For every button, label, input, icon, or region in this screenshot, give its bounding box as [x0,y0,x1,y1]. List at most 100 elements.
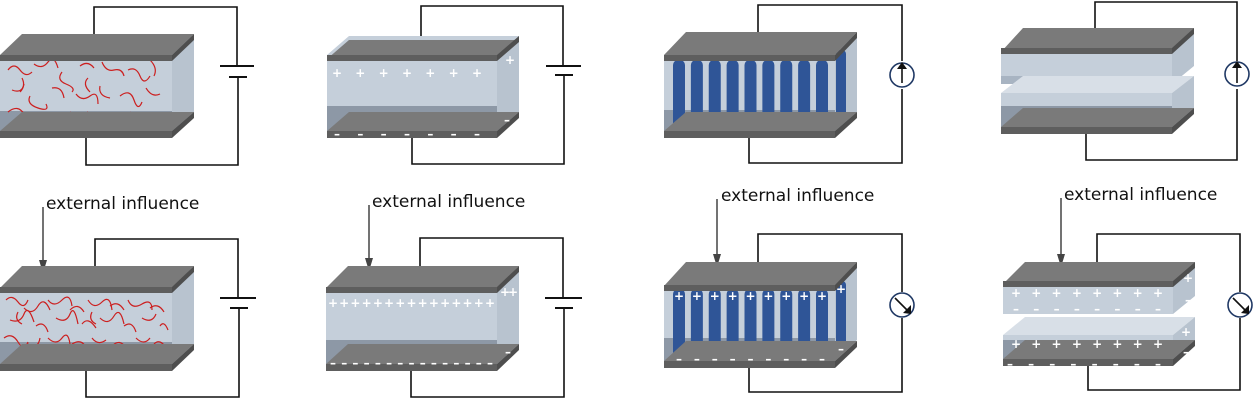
positive-charge: + [710,289,720,303]
pillar [708,289,721,357]
lower-dielectric-top [1001,76,1194,93]
bottom-plate-side [172,112,194,138]
top-plate-front [0,55,172,61]
negative-charge: – [476,356,482,370]
negative-charge: – [427,127,433,141]
bottom-plate-side [1172,108,1194,134]
negative-charge: – [505,345,511,359]
negative-charge: – [330,356,336,370]
top-plate-front [0,287,172,293]
negative-charge: – [465,356,471,370]
top-plate [1003,262,1195,284]
negative-charge: – [838,342,844,356]
bottom-plate [327,112,519,131]
top-plate-side [835,32,857,61]
positive-charge-row-lower: ++++++++ [1011,337,1163,351]
panel-charge-top: +++++++ + ––––––– – [327,5,581,165]
battery-icon [220,65,254,78]
pressure-arrow [713,199,721,267]
panel-fiber-bottom: external influence [0,194,256,398]
top-plate-front [1001,48,1172,54]
top-plate-side [172,266,194,293]
negative-charge: – [504,113,510,127]
positive-charge: + [1153,286,1163,300]
pillar [673,60,685,128]
positive-charge: + [451,296,461,310]
positive-charge: + [418,296,428,310]
positive-charge-row-side: + [836,282,846,296]
top-plate-side [1172,28,1194,54]
positive-charge-row-lower-side: + [1181,325,1191,339]
negative-charge: – [819,352,825,366]
positive-charge: + [472,66,482,80]
top-plate-side [497,36,519,61]
positive-charge-row-side: ++ [500,285,518,299]
top-plate-side [835,262,857,291]
negative-charge-row-side: – [505,345,511,359]
bottom-plate-side [497,112,519,138]
battery-icon [546,65,581,76]
bottom-plate-front [664,361,835,368]
battery-icon [545,297,582,309]
negative-charge: – [352,356,358,370]
pillar [708,60,721,128]
negative-charge: – [1070,357,1076,371]
negative-charge: – [1183,345,1189,359]
current-meter-icon [1224,61,1250,87]
panel-pillar-bottom: external influence +++++++++ + –––––––––… [664,186,915,393]
positive-charge: + [836,282,846,296]
positive-charge: + [508,285,518,299]
negative-charge: – [386,356,392,370]
negative-charge: – [381,127,387,141]
panel-pillar-top [664,4,915,164]
negative-charge: – [765,352,771,366]
negative-charge: – [487,356,493,370]
positive-charge: + [1011,337,1021,351]
pillar-array [673,289,828,357]
positive-charge: + [350,296,360,310]
negative-charge-row-side: – [838,342,844,356]
pillar [744,289,757,357]
positive-charge: + [402,66,412,80]
pillar-array [673,60,828,128]
pillar [816,289,828,357]
external-influence-label: external influence [46,194,199,214]
positive-charge: + [1153,337,1163,351]
negative-charge: – [1013,302,1019,316]
current-meter-icon [1227,292,1253,318]
positive-charge: + [339,296,349,310]
negative-charge-row: ––––––– [334,127,480,141]
bottom-plate [664,341,857,361]
positive-charge: + [395,296,405,310]
negative-charge: – [375,356,381,370]
negative-charge: – [1155,302,1161,316]
top-plate [326,266,519,288]
pillar [690,289,703,357]
positive-charge: + [799,289,809,303]
bottom-plate-front [326,364,497,371]
positive-charge-row: +++++++++++++++ [328,296,495,310]
bottom-plate-front [1001,127,1172,134]
wire-circuit [1085,1,1238,161]
wire-circuit [748,4,903,164]
pillar [726,289,739,357]
negative-charge: – [712,352,718,366]
positive-charge-row: +++++++ [332,66,482,80]
positive-charge: + [1031,286,1041,300]
negative-charge: – [431,356,437,370]
pillar [673,289,685,357]
bottom-plate [0,112,194,131]
negative-charge: – [1028,357,1034,371]
positive-charge: + [429,296,439,310]
top-plate-side [497,266,519,293]
positive-charge: + [1072,286,1082,300]
negative-charge: – [420,356,426,370]
negative-charge-row-upper-side: – [1185,293,1191,307]
bottom-plate-side [172,344,194,371]
top-plate [0,266,194,288]
wire-circuit [85,238,240,398]
negative-charge: – [801,352,807,366]
negative-charge-row-side: – [504,113,510,127]
top-plate [664,262,857,286]
positive-charge: + [1092,337,1102,351]
